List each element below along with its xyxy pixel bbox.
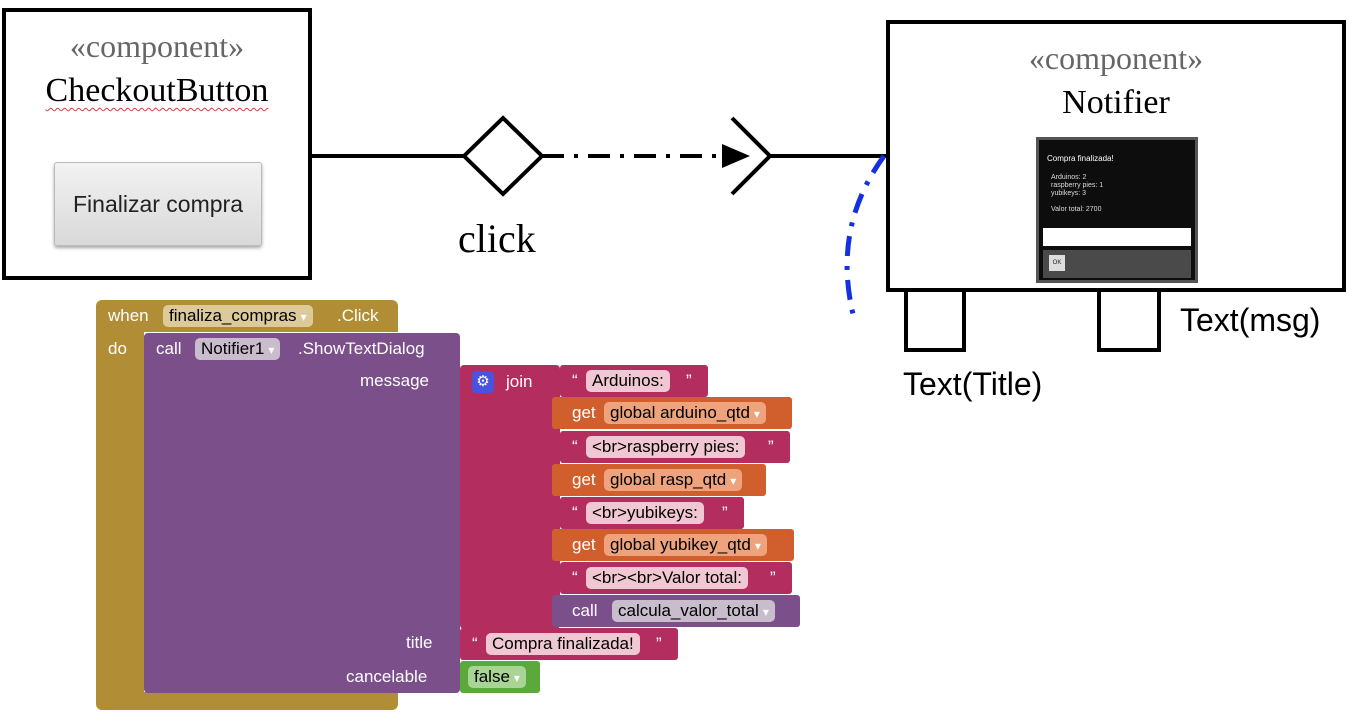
join-block[interactable] <box>460 365 560 629</box>
logic-block-false[interactable]: false▾ <box>460 661 540 693</box>
dialog-line: raspberry pies: 1 <box>1051 182 1104 189</box>
open-quote: “ <box>572 503 578 522</box>
notifier-component: «component» Notifier Compra finalizada! … <box>886 20 1346 292</box>
dropdown-arrow-icon: ▾ <box>730 474 737 488</box>
finalizar-compra-button[interactable]: Finalizar compra <box>54 162 262 246</box>
notifier-name: Notifier <box>1062 84 1170 121</box>
event-component-dropdown[interactable]: finaliza_compras▾ <box>163 305 313 327</box>
open-quote: “ <box>472 634 478 653</box>
call-keyword: call <box>156 339 182 358</box>
stereotype-label: «component» <box>69 28 245 64</box>
close-quote: ” <box>768 437 774 456</box>
dialog-title: Compra finalizada! <box>1047 154 1114 163</box>
dialog-button-bar: OK <box>1043 250 1191 278</box>
open-quote: “ <box>572 437 578 456</box>
text-value[interactable]: <br>raspberry pies: <box>586 436 746 458</box>
call-method: .ShowTextDialog <box>298 339 425 358</box>
event-component-name: finaliza_compras <box>169 306 297 325</box>
variable-name: global yubikey_qtd <box>610 535 751 554</box>
connector-diamond <box>461 115 545 197</box>
open-quote: “ <box>572 371 578 390</box>
blue-dashed-arc <box>844 154 887 323</box>
get-keyword: get <box>572 535 596 554</box>
open-quote: “ <box>572 568 578 587</box>
port-msg-label: Text(msg) <box>1180 302 1321 338</box>
call-keyword: call <box>572 601 598 620</box>
dropdown-arrow-icon: ▾ <box>753 407 760 421</box>
get-block-rasp[interactable]: get global rasp_qtd▾ <box>552 464 766 496</box>
variable-dropdown[interactable]: global yubikey_qtd▾ <box>604 534 767 556</box>
message-socket-label: message <box>360 371 429 390</box>
dropdown-arrow-icon: ▾ <box>268 343 275 357</box>
dialog-line <box>1051 198 1103 206</box>
dropdown-arrow-icon: ▾ <box>754 539 761 553</box>
stereotype-label: «component» <box>1028 40 1204 76</box>
event-block-footer <box>96 692 398 710</box>
dialog-message: Arduinos: 2 raspberry pies: 1 yubikeys: … <box>1051 174 1103 214</box>
text-block-arduinos[interactable]: “ Arduinos: ” <box>560 365 708 397</box>
port-title-label: Text(Title) <box>903 366 1043 402</box>
procedure-name: calcula_valor_total <box>618 601 759 620</box>
variable-name: global rasp_qtd <box>610 470 727 489</box>
join-keyword: join <box>506 372 533 391</box>
checkout-button-component: «component» CheckoutButton Finalizar com… <box>2 8 312 280</box>
variable-dropdown[interactable]: global rasp_qtd▾ <box>604 469 743 491</box>
mutator-gear-icon[interactable]: ⚙ <box>472 371 494 393</box>
do-keyword: do <box>108 339 127 358</box>
close-quote: ” <box>686 371 692 390</box>
text-value[interactable]: Arduinos: <box>586 370 670 392</box>
get-keyword: get <box>572 470 596 489</box>
cancelable-socket-label: cancelable <box>346 667 428 686</box>
text-value[interactable]: Compra finalizada! <box>486 633 640 655</box>
procedure-dropdown[interactable]: calcula_valor_total▾ <box>612 600 775 622</box>
dialog-line: yubikeys: 3 <box>1051 190 1087 197</box>
dependency-arrowhead <box>722 144 750 168</box>
event-name: .Click <box>337 306 379 325</box>
text-dialog-preview: Compra finalizada! Arduinos: 2 raspberry… <box>1036 137 1198 283</box>
dialog-line: Arduinos: 2 <box>1051 174 1087 181</box>
text-block-yubikeys[interactable]: “ <br>yubikeys: ” <box>560 497 744 529</box>
dropdown-arrow-icon: ▾ <box>513 671 520 685</box>
get-block-arduino[interactable]: get global arduino_qtd▾ <box>552 397 792 429</box>
text-block-raspberry[interactable]: “ <br>raspberry pies: ” <box>560 431 790 463</box>
text-block-valor[interactable]: “ <br><br>Valor total: ” <box>560 562 792 594</box>
dialog-ok-button[interactable]: OK <box>1049 255 1065 271</box>
call-block-calcula[interactable]: call calcula_valor_total▾ <box>552 595 800 627</box>
close-quote: ” <box>656 634 662 653</box>
when-keyword: when <box>108 306 149 325</box>
dropdown-arrow-icon: ▾ <box>762 605 769 619</box>
title-socket-label: title <box>406 633 433 652</box>
variable-dropdown[interactable]: global arduino_qtd▾ <box>604 402 766 424</box>
click-label: click <box>458 216 536 261</box>
call-component-name: Notifier1 <box>201 339 265 358</box>
get-block-yubikey[interactable]: get global yubikey_qtd▾ <box>552 529 794 561</box>
port-title <box>904 288 966 352</box>
event-block-body <box>96 330 144 702</box>
dialog-line: Valor total: 2700 <box>1051 206 1102 213</box>
close-quote: ” <box>770 568 776 587</box>
dialog-text-input[interactable] <box>1043 228 1191 246</box>
variable-name: global arduino_qtd <box>610 403 750 422</box>
checkout-button-name: CheckoutButton <box>45 72 269 109</box>
port-msg <box>1097 288 1161 352</box>
call-block[interactable] <box>144 333 460 693</box>
component-name: CheckoutButton <box>6 72 308 110</box>
text-value[interactable]: <br><br>Valor total: <box>586 567 748 589</box>
boolean-value: false <box>474 667 510 686</box>
dropdown-arrow-icon: ▾ <box>300 310 307 324</box>
boolean-dropdown[interactable]: false▾ <box>468 666 526 688</box>
get-keyword: get <box>572 403 596 422</box>
text-value[interactable]: <br>yubikeys: <box>586 502 704 524</box>
text-block-title[interactable]: “ Compra finalizada! ” <box>460 628 678 660</box>
close-quote: ” <box>722 503 728 522</box>
call-component-dropdown[interactable]: Notifier1▾ <box>195 338 281 360</box>
